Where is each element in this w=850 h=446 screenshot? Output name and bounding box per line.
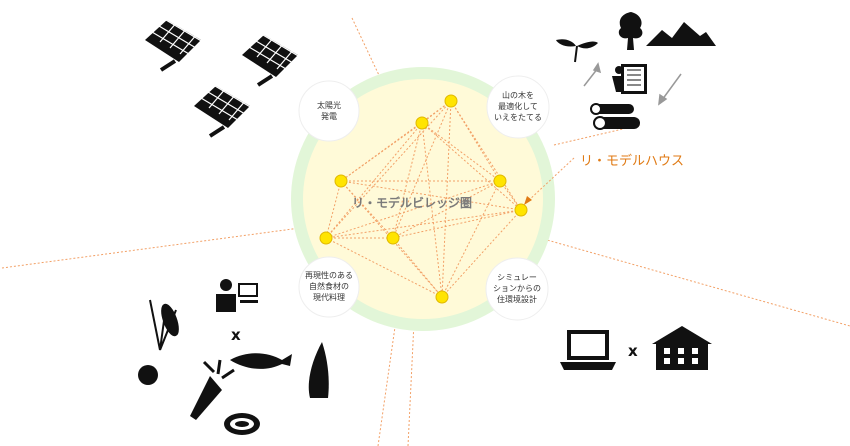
woodworker-icon (612, 64, 647, 94)
village-dot (435, 290, 449, 304)
building-icon (652, 326, 712, 370)
bamboo-shoot-icon (308, 342, 329, 398)
cycle-arrow-icon (583, 62, 682, 106)
sprout-icon (556, 39, 598, 63)
network-line (325, 237, 443, 298)
network-line (421, 122, 501, 182)
network-lines (325, 100, 522, 298)
person-computer-icon (216, 279, 258, 312)
network-line (325, 100, 452, 239)
solar-panel-icon (145, 20, 298, 138)
network-line (421, 122, 522, 211)
network-line (325, 209, 522, 239)
network-line (392, 100, 452, 239)
multiply-symbol-right: x (628, 342, 638, 360)
radial-line (377, 319, 397, 446)
network-line (340, 122, 423, 182)
radial-line (539, 237, 850, 327)
radish-icon (190, 359, 235, 420)
node-simulation (485, 257, 549, 321)
node-solar-label: 太陽光 発電 (317, 101, 341, 121)
node-wood-house-label: 山の木を 最適化して いえをたてる (494, 91, 542, 122)
network-line (441, 209, 522, 298)
village-dots (319, 94, 528, 304)
network-line (421, 122, 443, 298)
village-dot (334, 174, 348, 188)
network-line (441, 100, 452, 298)
network-line (325, 122, 423, 239)
multiply-symbol-left: x (231, 326, 241, 344)
network-line (392, 180, 501, 239)
network-line (392, 237, 443, 298)
network-line (325, 180, 342, 239)
fish-icon (230, 353, 292, 369)
rice-plant-icon (149, 299, 179, 351)
network-line (325, 180, 501, 239)
meat-icon (224, 413, 260, 435)
radial-line (407, 321, 415, 446)
laptop-icon (560, 330, 616, 370)
mountains-icon (646, 22, 716, 46)
node-food-label: 再現性のある 自然食材の 現代料理 (305, 271, 353, 302)
node-simulation-label: シミュレー ションからの 住環境設計 (493, 273, 541, 304)
village-inner-circle (303, 79, 543, 319)
node-food (298, 256, 360, 318)
village-dot (319, 231, 333, 245)
village-dot (514, 203, 528, 217)
callout-label: リ・モデルハウス (580, 154, 685, 169)
radial-line (1, 227, 301, 269)
tomato-icon (138, 365, 158, 385)
village-dot (444, 94, 458, 108)
solar-panel-grid (151, 19, 301, 121)
logs-icon (590, 103, 640, 130)
tree-icon (618, 12, 643, 50)
village-dot (493, 174, 507, 188)
center-label: リ・モデルビレッジ圏 (352, 196, 473, 210)
callout-arrow-icon (524, 157, 575, 205)
network-line (450, 100, 522, 211)
node-wood-house (486, 75, 550, 139)
network-line (441, 180, 501, 298)
village-dot (415, 116, 429, 130)
village-dot (386, 231, 400, 245)
network-line (392, 209, 522, 239)
theme-nodes (298, 75, 550, 321)
node-solar (298, 80, 360, 142)
